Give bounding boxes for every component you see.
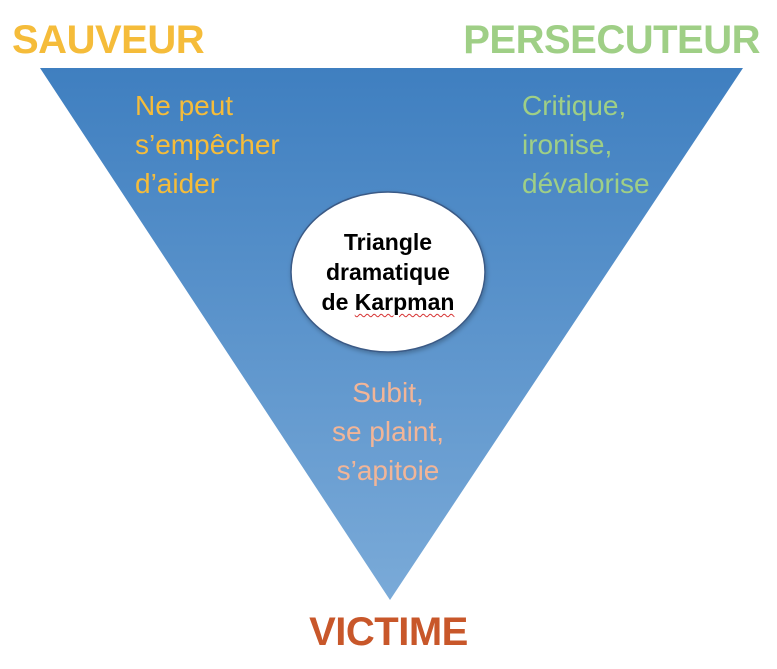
center-title-line: dramatique (326, 259, 450, 285)
sauveur-description-line: s’empêcher (135, 129, 280, 160)
sauveur-description: Ne peut s’empêcher d’aider (135, 86, 280, 203)
persecuteur-description-line: Critique, (522, 90, 627, 121)
center-title-prefix: de (321, 289, 355, 315)
spellcheck-word: Karpman (354, 289, 455, 315)
sauveur-label: SAUVEUR (12, 18, 205, 62)
victime-description-line: s’apitoie (336, 455, 440, 486)
center-title-line: Triangle (343, 229, 433, 255)
sauveur-description-line: d’aider (135, 168, 220, 199)
victime-description-line: Subit, (352, 377, 424, 408)
center-title: Triangle dramatique de Karpman (290, 192, 486, 352)
victime-label: VICTIME (309, 610, 468, 654)
sauveur-description-line: Ne peut (135, 90, 234, 121)
victime-description: Subit, se plaint, s’apitoie (300, 373, 476, 490)
persecuteur-description: Critique, ironise, dévalorise (522, 86, 650, 203)
persecuteur-description-line: ironise, (522, 129, 613, 160)
persecuteur-label: PERSECUTEUR (463, 18, 760, 62)
persecuteur-description-line: dévalorise (522, 168, 650, 199)
center-circle (290, 191, 486, 353)
center-title-line: de Karpman (322, 287, 455, 317)
victime-description-line: se plaint, (331, 416, 445, 447)
